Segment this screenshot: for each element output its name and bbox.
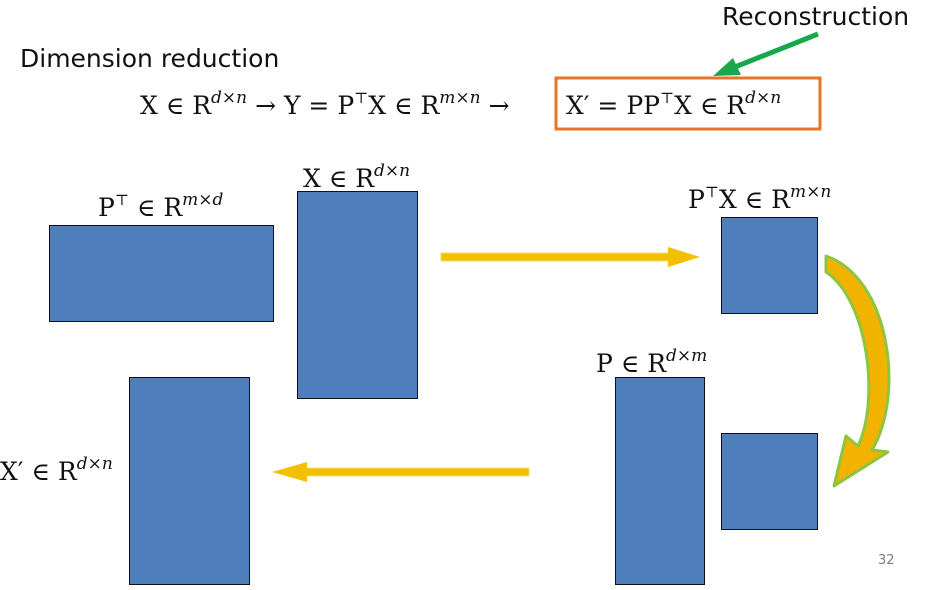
eq-x-in: X ∈ R [140,91,212,120]
eq-xprime-rest: X ∈ R [674,91,746,120]
reconstruction-highlight-box [554,76,822,131]
label-pt-rest: ∈ R [128,193,183,222]
label-x: X ∈ Rd×n [303,163,410,193]
label-ptx-rest: X ∈ R [718,185,790,214]
label-p-sup: d×m [666,346,708,366]
eq-y-def-sup: m×n [439,88,481,108]
eq-xprime-sup: d×n [745,88,782,108]
label-p-base: P ∈ R [596,349,667,378]
matrix-x [297,191,418,399]
label-ptx-sup: m×n [789,182,832,202]
matrix-p-transpose [49,225,274,322]
slide-title: Dimension reduction [20,44,280,73]
eq-y-def: Y = P [283,91,355,120]
label-ptx-base: P [688,185,705,214]
matrix-x-prime [129,377,250,585]
eq-arrow-2: → [488,91,510,120]
backward-arrow [272,462,530,482]
label-xp-sup: d×n [76,454,113,474]
matrix-ptx-copy [721,433,818,530]
label-pt-base: P [98,193,115,222]
green-pointer-arrow [713,31,819,76]
reconstruction-equation: X′ = PP⊤X ∈ Rd×n [566,90,781,120]
label-ptx-t: ⊤ [704,183,719,201]
main-equation: X ∈ Rd×n → Y = P⊤X ∈ Rm×n → [140,90,510,120]
reconstruction-label: Reconstruction [722,2,910,31]
eq-x-in-sup: d×n [211,88,248,108]
eq-y-def-transpose: ⊤ [354,89,369,107]
label-p: P ∈ Rd×m [596,348,707,378]
eq-arrow-1: → [255,91,277,120]
label-p-transpose: P⊤ ∈ Rm×d [98,192,223,222]
matrix-p [615,377,705,585]
label-pt-sup: m×d [182,190,224,210]
eq-xprime-transpose: ⊤ [659,89,675,107]
label-pt-t: ⊤ [114,191,129,209]
eq-y-def-rest: X ∈ R [368,91,440,120]
label-ptx: P⊤X ∈ Rm×n [688,184,831,214]
label-x-prime: X′ ∈ Rd×n [0,456,113,486]
label-x-base: X ∈ R [303,164,375,193]
curved-arrow [824,254,891,488]
page-number: 32 [878,553,895,568]
label-x-sup: d×n [374,161,411,181]
forward-arrow [440,247,700,267]
eq-xprime: X′ = PP [566,91,660,120]
label-xp-base: X′ ∈ R [0,457,77,486]
matrix-ptx [721,217,818,314]
